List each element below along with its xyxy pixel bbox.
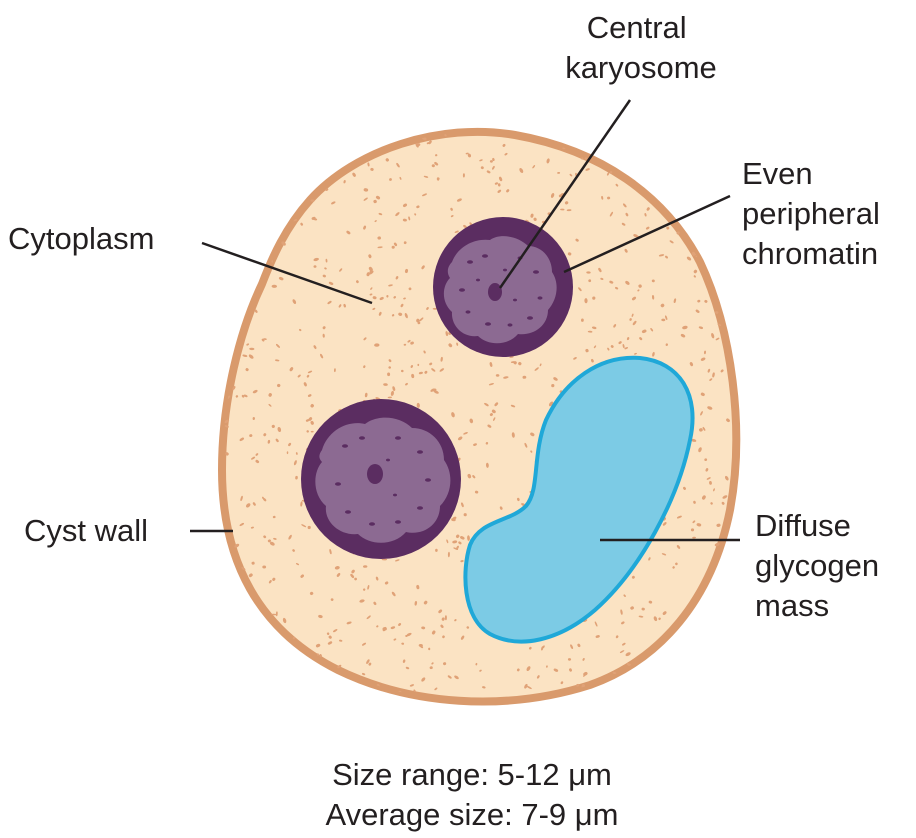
label-even-peripheral-chromatin: Even peripheral chromatin [742, 156, 889, 271]
label-cyst-wall: Cyst wall [24, 513, 148, 548]
label-cytoplasm: Cytoplasm [8, 221, 154, 256]
lower-nucleus [301, 399, 461, 559]
upper-central-karyosome [488, 283, 502, 301]
lower-chromatin-dots [335, 436, 431, 526]
leader-cytoplasm [201, 241, 373, 305]
glycogen-mass [463, 355, 695, 644]
lower-central-karyosome [367, 464, 383, 484]
caption-size-range: Size range: 5-12 μm [332, 757, 612, 792]
upper-nucleus [433, 217, 573, 357]
leader-central-karyosome [498, 99, 632, 289]
label-central-karyosome: Central karyosome [565, 10, 717, 85]
label-diffuse-glycogen-mass: Diffuse glycogen mass [755, 508, 888, 623]
leader-peripheral-chromatin [563, 194, 731, 274]
caption-average-size: Average size: 7-9 μm [326, 797, 619, 832]
